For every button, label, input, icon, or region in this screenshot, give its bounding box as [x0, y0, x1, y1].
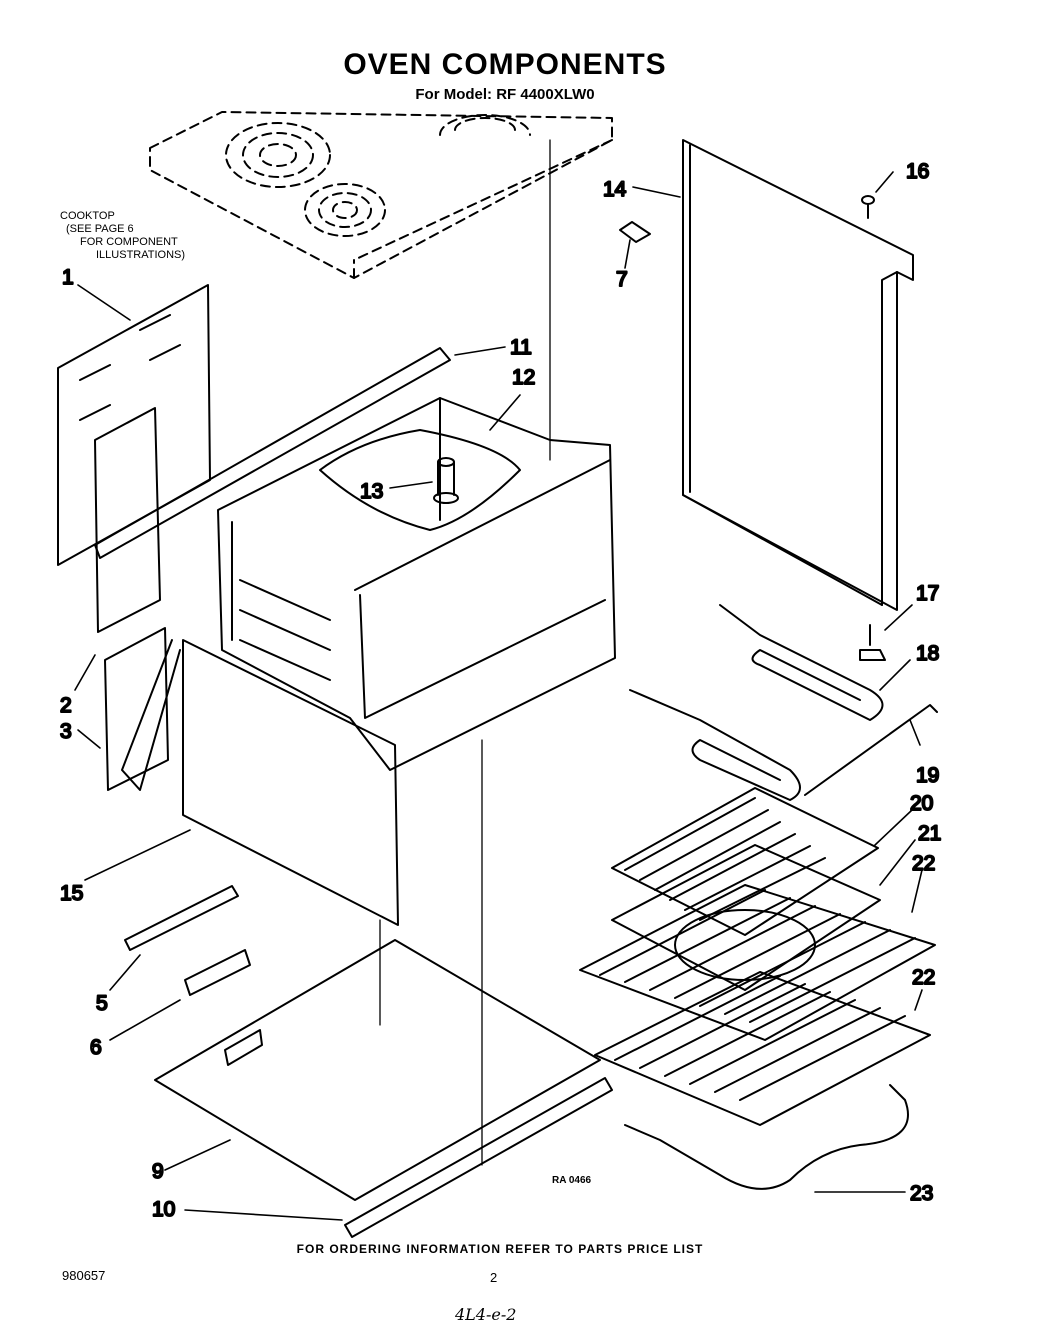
bottom-panel-part-9 — [154, 939, 601, 1201]
front-panel-part-15 — [182, 639, 399, 926]
callout-1: 1 — [62, 266, 74, 289]
callout-3: 3 — [60, 720, 72, 743]
cooktop-note-line: (SEE PAGE 6 — [66, 223, 134, 235]
callout-19: 19 — [916, 764, 939, 787]
callout-5: 5 — [96, 992, 108, 1015]
sensor-part-13 — [433, 457, 459, 504]
element-part-23 — [624, 1084, 909, 1190]
callout-22-lower: 22 — [912, 966, 935, 989]
cooktop-outline — [149, 111, 613, 279]
callout-16: 16 — [906, 160, 929, 183]
callout-14: 14 — [603, 178, 627, 201]
broiler-pan-part-20 — [611, 787, 879, 936]
rail-part-10 — [344, 1077, 613, 1238]
callout-12: 12 — [512, 366, 535, 389]
document-number: 980657 — [62, 1268, 106, 1283]
screw-part-16 — [861, 195, 875, 219]
bake-element-part-18 — [629, 604, 884, 801]
callout-6: 6 — [90, 1036, 102, 1059]
cooktop-note-line: COOKTOP — [60, 210, 115, 222]
callout-7: 7 — [616, 268, 628, 291]
clip-part-7 — [619, 221, 651, 243]
callout-20: 20 — [910, 792, 933, 815]
bracket-part-5 — [124, 885, 239, 951]
oven-rack-part-22 — [579, 884, 936, 1041]
leader-lines — [74, 171, 923, 1221]
ra-number: RA 0466 — [552, 1175, 592, 1186]
page-title: OVEN COMPONENTS — [343, 48, 667, 81]
callout-18: 18 — [916, 642, 939, 665]
model-subtitle: For Model: RF 4400XLW0 — [415, 86, 595, 103]
terminal-block-part-6 — [184, 949, 251, 996]
callout-21: 21 — [918, 822, 941, 845]
oven-rack-part-22b — [594, 971, 931, 1126]
oven-cavity-part-12 — [217, 397, 616, 771]
cooktop-note-line: ILLUSTRATIONS) — [96, 249, 186, 261]
callout-10: 10 — [152, 1198, 175, 1221]
handwritten-note: 4L4-e-2 — [455, 1305, 517, 1324]
callout-22-upper: 22 — [912, 852, 935, 875]
support-bar-part-11 — [94, 347, 451, 559]
callout-11: 11 — [510, 336, 532, 359]
thermostat-bulb-part-19 — [804, 704, 938, 796]
back-panel-part-14 — [682, 139, 914, 611]
callout-2: 2 — [60, 694, 72, 717]
page-number: 2 — [490, 1270, 498, 1285]
ordering-note: FOR ORDERING INFORMATION REFER TO PARTS … — [296, 1242, 704, 1256]
callout-23: 23 — [910, 1182, 933, 1205]
stud-part-17 — [859, 624, 886, 661]
callout-13: 13 — [360, 480, 383, 503]
callout-17: 17 — [916, 582, 939, 605]
callout-15: 15 — [60, 882, 83, 905]
guide-lines — [379, 139, 551, 1166]
cooktop-note: COOKTOP (SEE PAGE 6 FOR COMPONENT ILLUST… — [60, 210, 185, 262]
callout-9: 9 — [152, 1160, 164, 1183]
side-bracket-part-2 — [94, 407, 161, 633]
cooktop-note-line: FOR COMPONENT — [80, 236, 178, 248]
lower-bracket-part-3 — [104, 627, 181, 791]
